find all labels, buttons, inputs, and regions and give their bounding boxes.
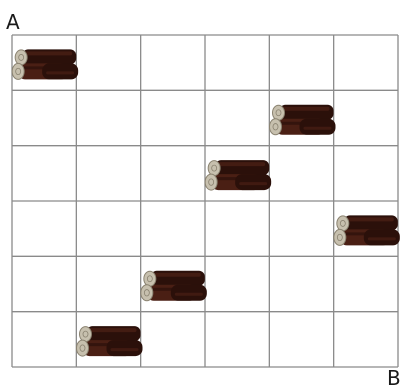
log-pile-icon xyxy=(270,105,336,135)
log-layer xyxy=(12,49,400,356)
log-pile-icon xyxy=(334,215,400,245)
log-pile-icon xyxy=(77,326,143,356)
log-pile-icon xyxy=(205,160,271,190)
log-pile-icon xyxy=(12,49,78,79)
grid-lines xyxy=(12,35,398,367)
log-pile-icon xyxy=(141,271,207,301)
